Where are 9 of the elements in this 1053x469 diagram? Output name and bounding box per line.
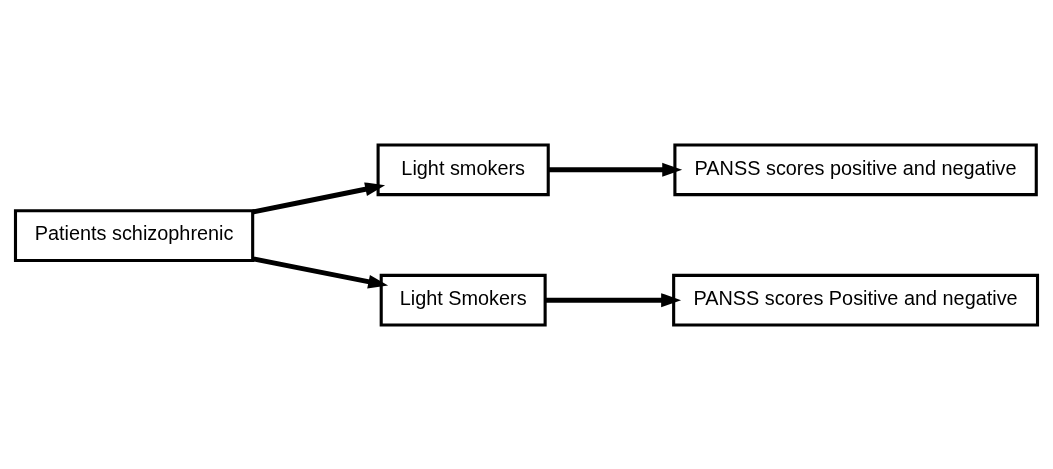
node-box: PANSS scores positive and negative <box>673 142 1038 196</box>
node-box: Light smokers <box>376 142 550 196</box>
arrow <box>252 181 386 214</box>
node-box: Patients schizophrenic <box>13 208 255 262</box>
arrow <box>548 162 683 177</box>
arrow <box>252 255 389 289</box>
arrow <box>545 292 682 307</box>
node-box: PANSS scores Positive and negative <box>672 273 1040 327</box>
node-box: Light Smokers <box>379 273 547 327</box>
